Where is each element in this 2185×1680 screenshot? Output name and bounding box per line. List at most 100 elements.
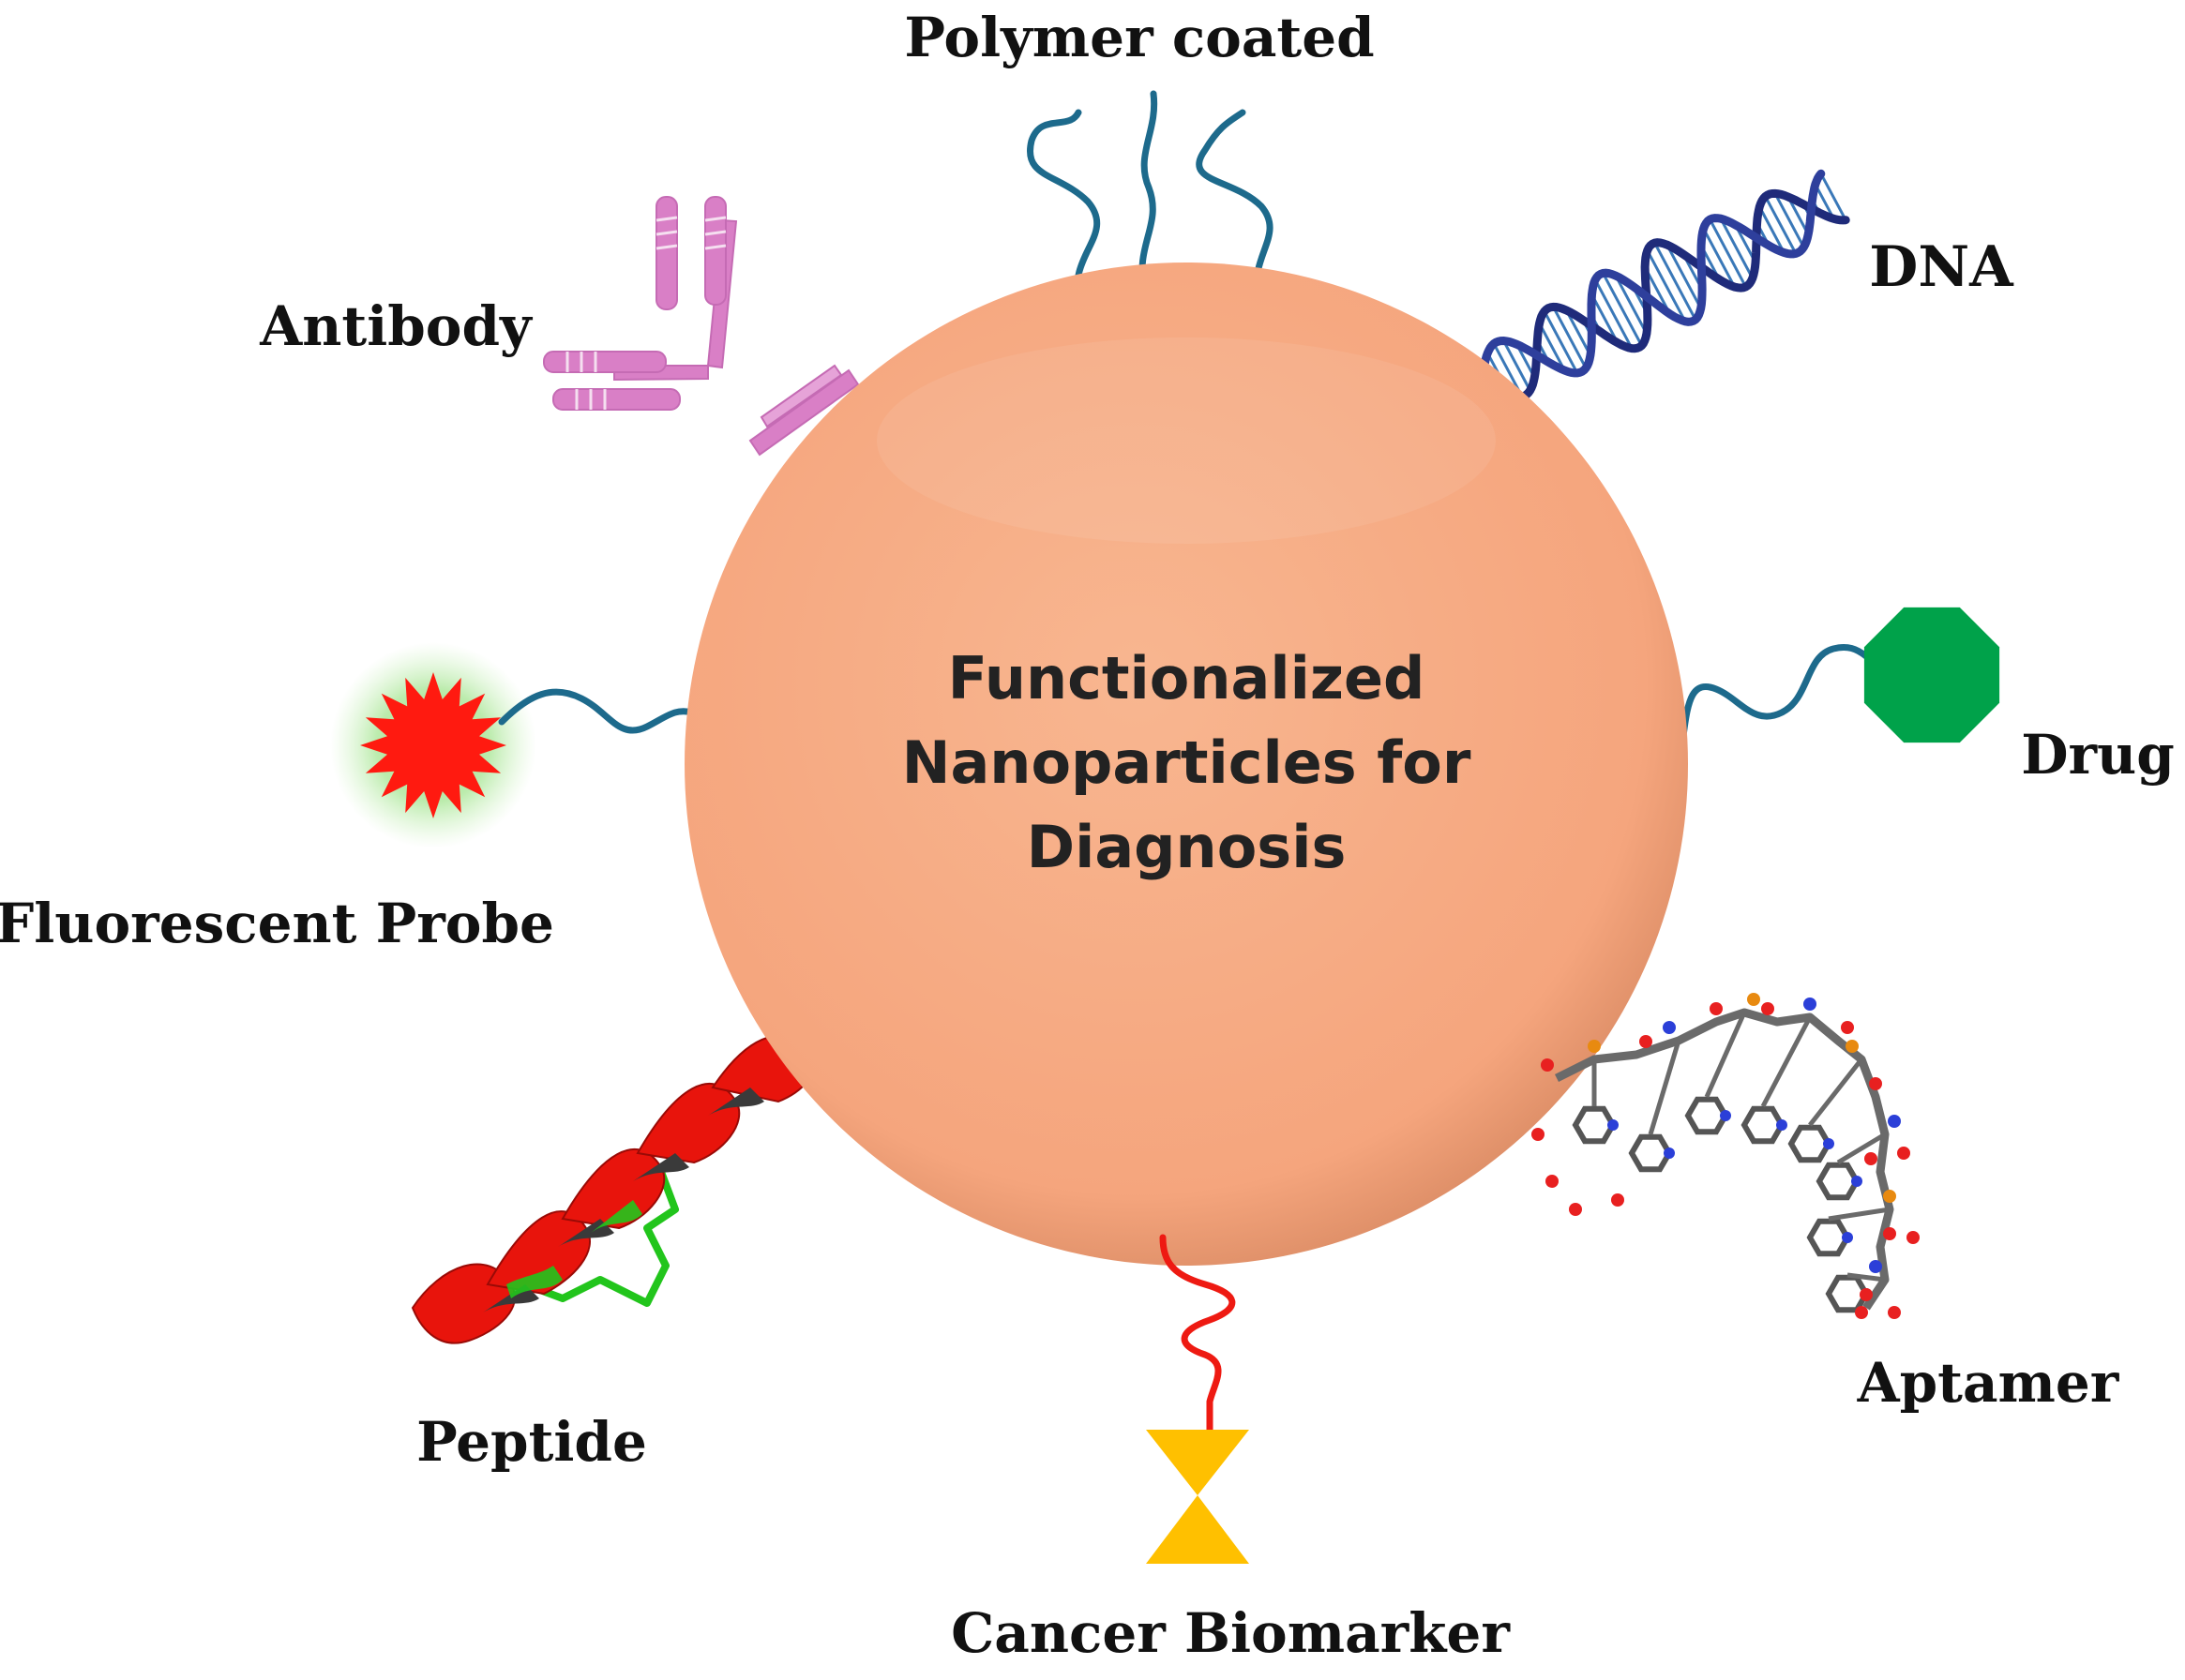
label-polymer-coated: Polymer coated	[904, 6, 1374, 69]
aptamer-atom	[1541, 1058, 1554, 1072]
dna-base-pair	[1614, 275, 1649, 335]
dna-base-pair	[1665, 244, 1703, 309]
aptamer-atom	[1803, 998, 1816, 1011]
dna-helix	[1477, 169, 1850, 402]
dna-base-pair	[1538, 322, 1566, 371]
dna-base-pair	[1786, 196, 1810, 235]
aptamer-nitrogen-atom	[1842, 1232, 1853, 1243]
center-title-line3: Diagnosis	[1027, 813, 1347, 881]
polymer-chains	[1027, 90, 1273, 304]
aptamer-atom	[1639, 1035, 1652, 1048]
aptamer-atom	[1864, 1152, 1877, 1165]
fluorescent-probe	[330, 642, 696, 848]
peptide-helix	[411, 1034, 827, 1344]
aptamer-base-ring	[1787, 1124, 1832, 1163]
dna-base-pair	[1653, 242, 1697, 321]
aptamer-oxygen-atom	[1897, 1147, 1910, 1160]
polymer-chain	[1196, 109, 1273, 299]
probe-linker	[498, 688, 696, 734]
biomarker-top-triangle	[1146, 1430, 1249, 1495]
aptamer-atom	[1869, 1077, 1882, 1090]
drug-group	[1680, 607, 2000, 743]
aptamer-base-ring	[1628, 1133, 1673, 1173]
aptamer-oxygen-atom	[1531, 1128, 1545, 1141]
label-drug: Drug	[2021, 723, 2175, 787]
polymer-chain	[1138, 90, 1158, 294]
aptamer-bond	[1836, 1132, 1887, 1165]
aptamer-base-ring	[1572, 1105, 1617, 1145]
aptamer-oxygen-atom	[1855, 1306, 1868, 1319]
aptamer-atom	[1888, 1115, 1901, 1128]
aptamer-atom	[1846, 1040, 1859, 1053]
aptamer-bond	[1846, 1272, 1886, 1282]
dna-base-pair	[1764, 195, 1798, 255]
aptamer-bond	[1808, 1058, 1863, 1127]
dna-base-pair	[1814, 183, 1835, 220]
biomarker-linker	[1159, 1234, 1236, 1433]
aptamer-atom	[1663, 1021, 1676, 1034]
nanoparticle-sphere	[685, 262, 1688, 1266]
aptamer-oxygen-atom	[1906, 1231, 1920, 1244]
aptamer-atom	[1860, 1288, 1873, 1301]
aptamer-oxygen-atom	[1888, 1306, 1901, 1319]
dna-base-pair	[1646, 249, 1687, 322]
aptamer-atom	[1588, 1040, 1601, 1053]
dna-base-pair	[1757, 205, 1786, 254]
dna-base-pair	[1590, 293, 1620, 344]
dna-base-pair	[1702, 228, 1737, 288]
label-fluorescent-probe: Fluorescent Probe	[0, 892, 554, 955]
aptamer-oxygen-atom	[1545, 1175, 1559, 1188]
aptamer-molecule	[1531, 993, 1920, 1319]
dna-base-pair	[1564, 309, 1592, 356]
label-antibody: Antibody	[259, 294, 534, 358]
aptamer-nitrogen-atom	[1851, 1176, 1862, 1187]
label-peptide: Peptide	[416, 1410, 647, 1474]
aptamer-nitrogen-atom	[1823, 1138, 1834, 1149]
aptamer-atom	[1710, 1002, 1723, 1015]
aptamer-oxygen-atom	[1569, 1203, 1582, 1216]
aptamer-nitrogen-atom	[1776, 1119, 1787, 1131]
aptamer-atom	[1841, 1021, 1854, 1034]
aptamer-nitrogen-atom	[1664, 1148, 1675, 1159]
dna-base-pair	[1602, 272, 1643, 347]
antibody-shape	[543, 196, 860, 457]
polymer-chain	[1027, 109, 1101, 304]
center-title-line2: Nanoparticles for	[902, 728, 1471, 797]
aptamer-base-ring	[1684, 1096, 1729, 1135]
aptamer-bond	[1760, 1015, 1813, 1108]
aptamer-atom	[1761, 1002, 1774, 1015]
label-aptamer: Aptamer	[1857, 1351, 2120, 1415]
aptamer-nitrogen-atom	[1720, 1110, 1731, 1121]
dna-base-pair	[1502, 339, 1531, 392]
drug-linker	[1680, 643, 1870, 740]
aptamer-nitrogen-atom	[1607, 1119, 1619, 1131]
aptamer-base-ring	[1806, 1218, 1851, 1257]
label-dna: DNA	[1869, 234, 2014, 300]
aptamer-bond	[1648, 1040, 1681, 1135]
aptamer-oxygen-atom	[1611, 1193, 1624, 1207]
cancer-biomarker	[1146, 1234, 1249, 1564]
aptamer-atom	[1747, 993, 1760, 1006]
dna-base-pair	[1552, 306, 1588, 369]
dna-base-pair	[1543, 310, 1579, 374]
dna-strand	[1477, 169, 1826, 389]
peptide-sidechain	[523, 1170, 679, 1307]
dna-base-pair	[1819, 172, 1847, 221]
aptamer-backbone	[1554, 1008, 1894, 1311]
probe-star	[360, 672, 506, 818]
aptamer-atom	[1883, 1190, 1896, 1203]
dna-strand	[1477, 188, 1850, 402]
aptamer-atom	[1883, 1227, 1896, 1240]
label-cancer-biomarker: Cancer Biomarker	[951, 1601, 1511, 1665]
drug-octagon	[1863, 607, 2000, 743]
dna-base-pair	[1593, 278, 1634, 350]
dna-base-pair	[1719, 218, 1755, 279]
aptamer-base-ring	[1740, 1105, 1786, 1145]
aptamer-bond	[1828, 1207, 1891, 1222]
dna-base-pair	[1709, 218, 1747, 288]
aptamer-base-ring	[1816, 1162, 1861, 1201]
dna-base-pair	[1773, 192, 1805, 248]
aptamer-bond	[1704, 1011, 1747, 1099]
biomarker-bottom-triangle	[1146, 1495, 1249, 1564]
